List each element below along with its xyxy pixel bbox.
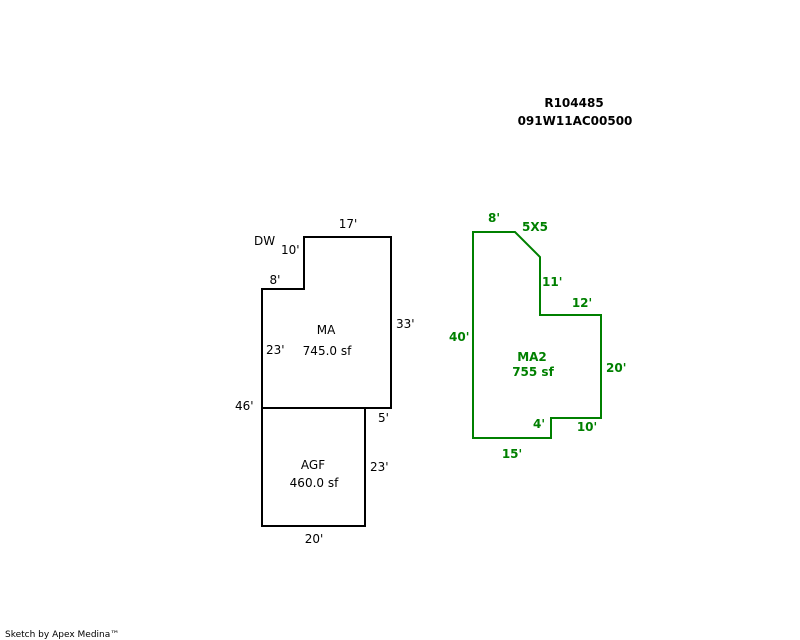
record-id: R104485	[544, 96, 603, 110]
dimension-ma-top: 17'	[339, 217, 358, 231]
dimension-ma-step-top: 8'	[270, 273, 281, 287]
dimension-ma2-step: 12'	[572, 296, 592, 310]
ma-area-size: 745.0 sf	[303, 344, 352, 358]
sketch-credit: Sketch by Apex Medina™	[5, 630, 119, 640]
dimension-ma2-left: 40'	[449, 330, 469, 344]
dimension-ma-right: 33'	[396, 317, 415, 331]
dimension-ma-left: 23'	[266, 343, 285, 357]
dimension-agf-bottom: 20'	[305, 532, 324, 546]
dimension-ma2-top: 8'	[488, 211, 500, 225]
ma2-area-code: MA2	[517, 350, 547, 364]
agf-area-code: AGF	[301, 458, 325, 472]
dimension-ma2-notch-bottom: 10'	[577, 420, 597, 434]
dimension-ma-step-side: 10'	[281, 243, 300, 257]
parcel-id: 091W11AC00500	[518, 114, 633, 128]
agf-outline	[261, 407, 366, 527]
dimension-ma2-upper-right: 11'	[542, 275, 562, 289]
dimension-ma2-notch-side: 4'	[533, 417, 545, 431]
dw-label: DW	[254, 234, 275, 248]
agf-area-size: 460.0 sf	[290, 476, 339, 490]
dimension-ma2-right: 20'	[606, 361, 626, 375]
dimension-total-left: 46'	[235, 399, 254, 413]
dimension-agf-right: 23'	[370, 460, 389, 474]
ma2-outline	[472, 231, 602, 439]
ma-area-code: MA	[317, 323, 336, 337]
ma2-area-size: 755 sf	[512, 365, 554, 379]
dimension-ma2-corner: 5X5	[522, 220, 548, 234]
dimension-agf-offset: 5'	[378, 411, 389, 425]
dimension-ma2-bottom: 15'	[502, 447, 522, 461]
